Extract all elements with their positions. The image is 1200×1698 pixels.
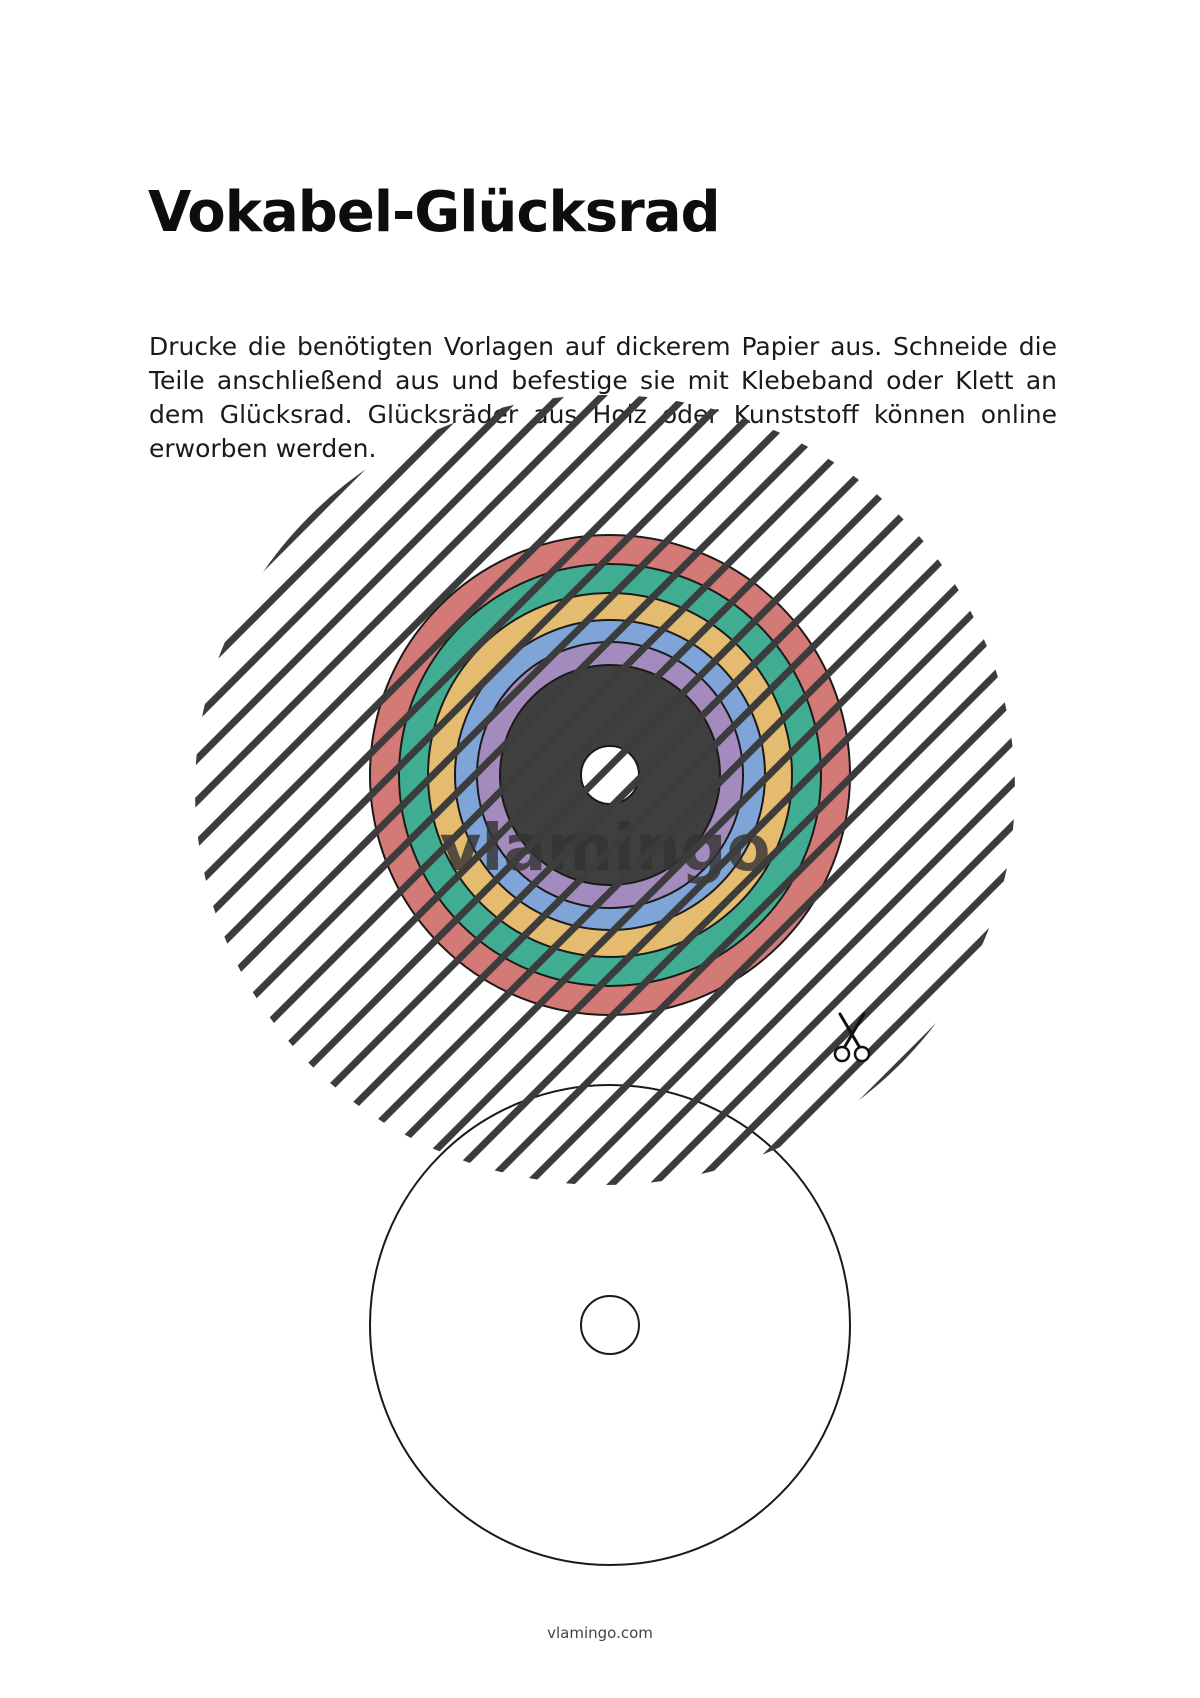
hatch-stripe [333, 395, 1015, 1185]
diagonal-hatch-overlay [195, 395, 1015, 1185]
hatch-stripe [195, 395, 659, 1185]
footer-url: vlamingo.com [547, 1624, 653, 1642]
hatch-stripe [195, 395, 407, 1185]
hatch-stripe [195, 395, 827, 1185]
hatch-stripe [195, 395, 617, 1185]
hatch-stripe [585, 395, 1015, 1185]
hatch-stripe [195, 395, 911, 1185]
wheel-axle-hole [580, 745, 640, 805]
hatch-stripe [669, 395, 1015, 1185]
hatch-stripe [543, 395, 1015, 1185]
blank-wheel-template [369, 1084, 851, 1566]
colored-wheel [369, 534, 851, 1016]
hatch-stripe [459, 395, 1015, 1185]
page-title: Vokabel-Glücksrad [148, 180, 721, 245]
hatch-stripe [195, 395, 785, 1185]
hatch-stripe [375, 395, 1015, 1185]
hatch-stripe [921, 395, 1015, 1185]
hatch-stripe [963, 395, 1015, 1185]
instructions-paragraph: Drucke die benötigten Vorlagen auf dicke… [149, 332, 1057, 463]
hatch-stripe [795, 395, 1015, 1185]
hatch-stripe [195, 395, 323, 1185]
hatch-stripe [879, 395, 1015, 1185]
hatch-stripe [249, 395, 1015, 1185]
hatch-stripe [195, 395, 953, 1185]
hatch-stripe [1005, 395, 1015, 1185]
hatch-stripe [195, 395, 743, 1185]
hatch-stripe [501, 395, 1015, 1185]
hatch-stripe [195, 395, 575, 1185]
hatch-stripe [195, 395, 869, 1185]
scissors-icon [833, 1012, 871, 1063]
hatch-stripe [417, 395, 1015, 1185]
hatch-stripe [627, 395, 1015, 1185]
hatch-stripe [291, 395, 1015, 1185]
hatch-stripe [195, 395, 701, 1185]
